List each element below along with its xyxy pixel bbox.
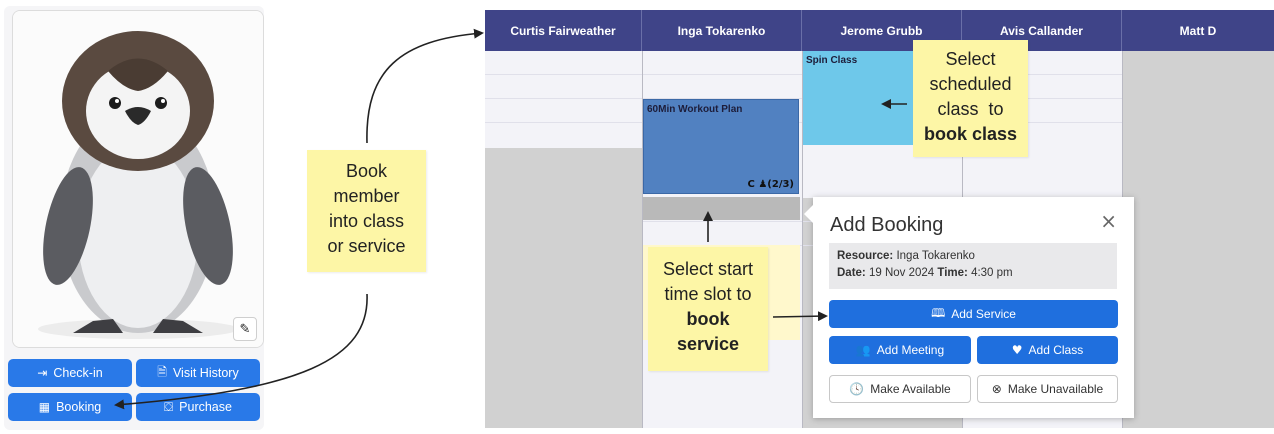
member-photo: ✎ [12,10,264,348]
make-available-label: Make Available [870,382,951,396]
member-card: ✎ ⇥ Check-in 🗎 Visit History ▦ Booking ⛋… [4,6,264,430]
note-bold: book class [923,124,1018,144]
add-service-label: Add Service [951,307,1016,321]
penguin-illustration [13,11,263,347]
resource-header[interactable]: Jerome Grubb [802,10,962,51]
make-available-button[interactable]: 🕓 Make Available [829,375,971,403]
checkin-button[interactable]: ⇥ Check-in [8,359,132,387]
add-class-label: Add Class [1028,343,1084,357]
note-line: scheduled [929,74,1012,94]
add-booking-popup: Add Booking × Resource: Inga Tokarenko D… [804,197,1134,418]
resource-header[interactable]: Curtis Fairweather [485,10,642,51]
note-line: Book [345,161,388,181]
note-line: Select start [662,259,754,279]
purchase-label: Purchase [179,400,232,414]
time-label: Time: [937,267,968,279]
clock-icon: 🕓 [849,382,865,396]
cart-icon: ⛋ [164,399,174,414]
visit-history-label: Visit History [172,366,239,380]
add-service-button[interactable]: 🕮 Add Service [829,300,1118,328]
book-open-icon: 🕮 [931,305,946,320]
close-icon[interactable]: × [1100,209,1117,233]
note-line: Select [945,49,996,69]
resource-label: Resource: [837,250,894,262]
calendar-icon: ▦ [38,400,51,414]
note-line: or service [327,236,406,256]
resource-header[interactable]: Inga Tokarenko [642,10,802,51]
note-bold: service [676,334,740,354]
note-line: time slot to [664,284,752,304]
note-book-member: Book member into class or service [307,150,426,272]
booking-button[interactable]: ▦ Booking [8,393,132,421]
unavailable-block [485,148,642,428]
note-line: class to [937,99,1004,119]
selected-time-slot[interactable] [643,197,800,220]
availability-block[interactable] [485,51,642,148]
checkin-label: Check-in [53,366,103,380]
note-select-class: Select scheduled class to book class [913,40,1028,157]
add-meeting-label: Add Meeting [876,343,945,357]
date-label: Date: [837,267,866,279]
circle-x-icon: ⊗ [991,382,1002,396]
column-divider [642,51,643,428]
event-attendance: C ♟(2/3) [747,179,795,190]
arrow-to-calendar [366,28,484,144]
document-icon: 🗎 [157,364,167,379]
add-meeting-button[interactable]: 👥 Add Meeting [829,336,971,364]
booking-label: Booking [56,400,102,414]
booking-info: Resource: Inga Tokarenko Date: 19 Nov 20… [829,243,1117,289]
event-title: Spin Class [806,55,858,66]
popup-pointer [804,205,813,223]
note-select-slot: Select start time slot to book service [648,247,768,371]
edit-photo-button[interactable]: ✎ [233,317,257,341]
event-60min-workout[interactable]: 60Min Workout Plan C ♟(2/3) [643,99,799,194]
checkin-icon: ⇥ [37,366,48,380]
date-line: Date: 19 Nov 2024 Time: 4:30 pm [837,267,1013,279]
calendar-header: Curtis Fairweather Inga Tokarenko Jerome… [485,10,1274,51]
date-value: 19 Nov 2024 [868,267,935,279]
resource-header[interactable]: Matt D [1179,23,1217,38]
note-line: member [333,186,400,206]
note-bold: book [686,309,730,329]
visit-history-button[interactable]: 🗎 Visit History [136,359,260,387]
heart-pulse-icon: ♥ [1011,343,1023,357]
users-icon: 👥 [855,343,871,357]
pencil-icon: ✎ [239,321,251,337]
event-title: 60Min Workout Plan [647,104,743,115]
note-line: into class [328,211,405,231]
column-divider [802,51,803,428]
resource-value: Inga Tokarenko [896,250,975,262]
make-unavailable-label: Make Unavailable [1007,382,1104,396]
resource-header[interactable]: Avis Callander [962,10,1122,51]
add-class-button[interactable]: ♥ Add Class [977,336,1118,364]
purchase-button[interactable]: ⛋ Purchase [136,393,260,421]
popup-title: Add Booking [830,214,944,236]
make-unavailable-button[interactable]: ⊗ Make Unavailable [977,375,1118,403]
resource-line: Resource: Inga Tokarenko [837,250,975,262]
time-value: 4:30 pm [971,267,1013,279]
